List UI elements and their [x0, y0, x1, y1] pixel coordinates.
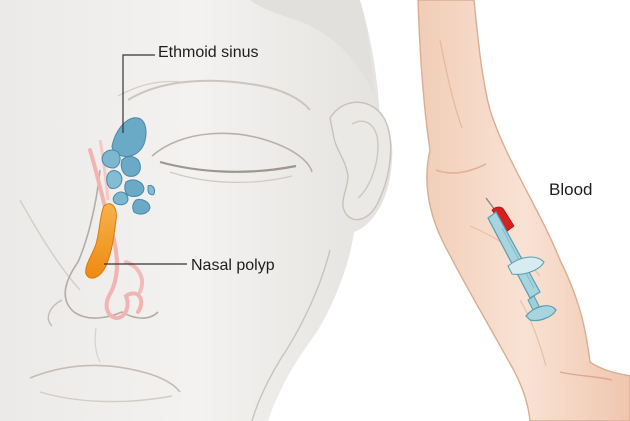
blood-label: Blood [549, 181, 592, 198]
arm-skin [418, 0, 630, 421]
arm [418, 0, 630, 421]
face [0, 0, 392, 421]
ethmoid-sinus-label: Ethmoid sinus [158, 45, 259, 61]
face-skin [0, 0, 392, 421]
nasal-polyp-label: Nasal polyp [191, 258, 275, 274]
